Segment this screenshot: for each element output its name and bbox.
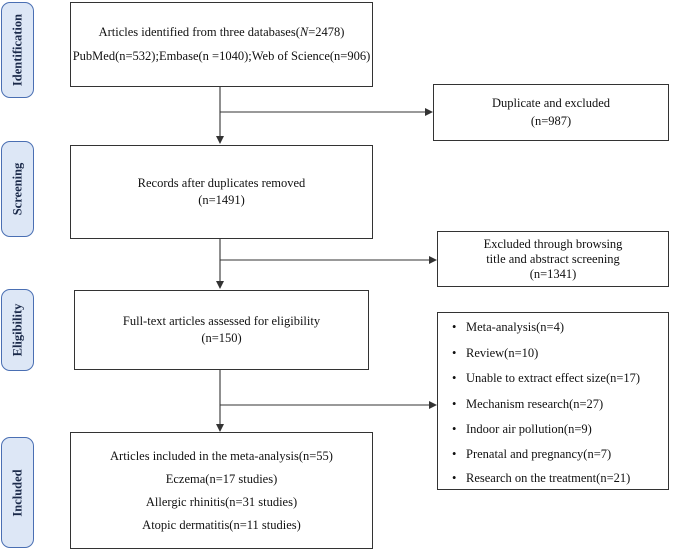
duplicates-box: Duplicate and excluded (n=987): [433, 84, 669, 141]
included-atopic-dermatitis: Atopic dermatitis(n=11 studies): [142, 517, 301, 532]
included-eczema: Eczema(n=17 studies): [165, 471, 278, 486]
identification-databases: PubMed(n=532);Embase(n =1040);Web of Sci…: [72, 49, 371, 63]
exclusion-reason: Research on the treatment(n=21): [452, 471, 630, 486]
exclusion-reason: Meta-analysis(n=4): [452, 320, 564, 335]
stage-identification: Identification: [1, 2, 34, 98]
included-box: Articles included in the meta-analysis(n…: [70, 432, 373, 549]
screening-box: Records after duplicates removed (n=1491…: [70, 145, 373, 239]
included-allergic-rhinitis: Allergic rhinitis(n=31 studies): [145, 494, 298, 509]
exclusion-reasons-box: Meta-analysis(n=4) Review(n=10) Unable t…: [437, 312, 669, 490]
included-total: Articles included in the meta-analysis(n…: [110, 448, 333, 463]
duplicates-count: (n=987): [530, 114, 572, 128]
exclusion-reason: Unable to extract effect size(n=17): [452, 371, 640, 386]
excluded-title-box: Excluded through browsing title and abst…: [437, 231, 669, 287]
screening-label: Records after duplicates removed: [137, 176, 306, 190]
eligibility-label: Full-text articles assessed for eligibil…: [122, 314, 321, 328]
exclusion-reason: Mechanism research(n=27): [452, 397, 603, 412]
excluded-title-line2: title and abstract screening: [486, 251, 620, 266]
stage-screening: Screening: [1, 141, 34, 237]
duplicates-label: Duplicate and excluded: [491, 96, 610, 110]
eligibility-count: (n=150): [201, 331, 242, 345]
identification-box: Articles identified from three databases…: [70, 2, 373, 87]
exclusion-reason: Review(n=10): [452, 346, 538, 361]
screening-count: (n=1491): [198, 193, 245, 207]
eligibility-box: Full-text articles assessed for eligibil…: [74, 290, 369, 370]
stage-included: Included: [1, 437, 34, 548]
excluded-title-line1: Excluded through browsing: [483, 236, 623, 251]
stage-eligibility: Eligibility: [1, 289, 34, 371]
identification-title: Articles identified from three databases…: [98, 25, 345, 39]
exclusion-reason: Indoor air pollution(n=9): [452, 422, 592, 437]
excluded-title-count: (n=1341): [529, 266, 577, 281]
exclusion-reason: Prenatal and pregnancy(n=7): [452, 447, 611, 462]
